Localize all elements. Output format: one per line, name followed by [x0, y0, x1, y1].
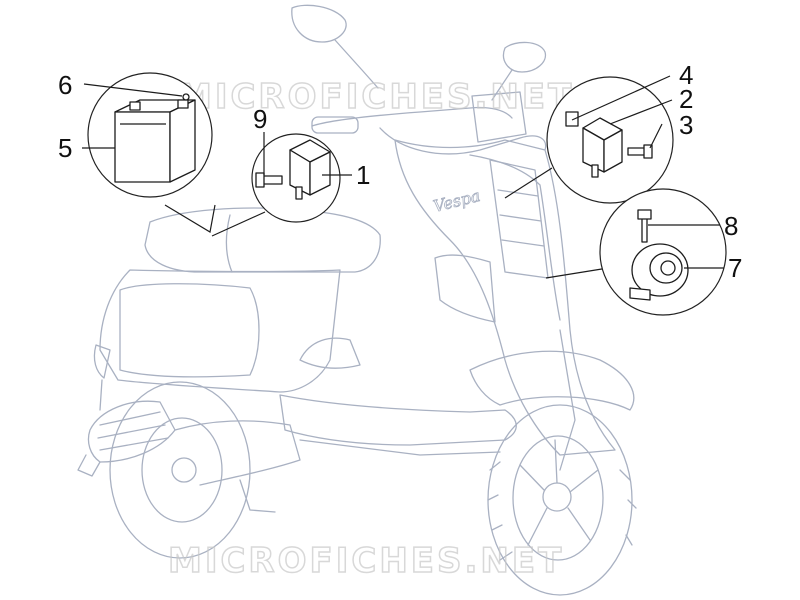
callout-8: 8: [724, 211, 738, 241]
relay-inset-left: [211, 132, 352, 237]
front-spokes: [519, 439, 599, 546]
tail-light: [93, 344, 111, 379]
side-panel: [119, 283, 260, 378]
front-shield: [394, 139, 616, 456]
relay-right-screw-head: [643, 144, 653, 159]
horn-part: [629, 209, 689, 301]
horn-bolt-shank: [641, 217, 648, 243]
callout-3: 3: [679, 110, 693, 140]
relay-inset-left-pointer: [211, 211, 266, 237]
battery-vent-plug: [182, 93, 190, 101]
left-mirror: [291, 4, 347, 43]
relay-left-side: [309, 151, 331, 196]
exhaust: [87, 400, 176, 463]
watermark-bottom: MICROFICHES.NET: [168, 541, 564, 581]
exhaust-tip: [77, 454, 101, 477]
left-grip: [311, 116, 359, 134]
battery-part: [114, 93, 196, 183]
rear-body: [99, 269, 341, 393]
front-fender: [469, 350, 635, 411]
relay-right-pin: [591, 164, 599, 178]
headlight: [471, 91, 527, 143]
callout-6: 6: [58, 70, 72, 100]
horn-center: [660, 260, 676, 276]
rear-tire: [109, 381, 251, 559]
engine-arm: [174, 420, 301, 486]
rear-rim: [141, 417, 223, 523]
battery-terminal-left: [129, 101, 141, 111]
callout-1: 1: [356, 160, 370, 190]
relay-right-side: [603, 129, 623, 173]
front-rim: [512, 435, 604, 561]
battery-inset-pointer: [164, 204, 216, 233]
floorboard-rail: [299, 439, 501, 456]
relay-part-right: [565, 111, 653, 178]
relay-left-bolt: [261, 175, 283, 185]
handlebar: [311, 106, 513, 127]
leader-2: [609, 99, 673, 125]
floorboard: [279, 394, 517, 446]
callout-2: 2: [679, 84, 693, 114]
headset: [379, 127, 547, 155]
rear-brace: [99, 379, 103, 411]
grille-line-3: [501, 239, 545, 247]
battery-terminal-right: [177, 99, 189, 109]
callout-5: 5: [58, 133, 72, 163]
center-stand: [239, 479, 276, 513]
fork: [559, 329, 576, 471]
left-mirror-stem: [334, 39, 379, 89]
shield-vent: [434, 254, 496, 323]
horn-cover-grille: [489, 159, 549, 279]
rear-hub: [171, 457, 197, 483]
grille-line-2: [499, 214, 542, 222]
leader-3: [649, 123, 663, 149]
front-hub: [542, 482, 572, 512]
callout-4: 4: [679, 60, 693, 90]
seat-seam: [225, 214, 233, 273]
grille-line-1: [497, 189, 539, 197]
relay-right-clip: [565, 111, 579, 127]
right-mirror-stem: [491, 69, 513, 101]
battery-side: [169, 99, 196, 183]
seat: [144, 207, 381, 273]
relay-inset-right-pointer: [504, 167, 553, 199]
relay-left-pin: [295, 186, 303, 200]
exhaust-heat-shield: [97, 411, 169, 451]
relay-right-screw: [627, 147, 647, 156]
relay-part-left: [255, 139, 331, 200]
vespa-script-badge: Vespa: [431, 186, 482, 216]
scooter-outline: Vespa: [77, 4, 637, 596]
front-tread: [487, 461, 637, 561]
horn-inset: [545, 188, 727, 316]
horn-inset-pointer: [545, 267, 609, 279]
battery-front: [114, 111, 171, 183]
callout-9: 9: [253, 104, 267, 134]
horn-bracket: [629, 287, 651, 301]
horn-bolt-head: [637, 209, 652, 220]
front-shield-inner: [469, 154, 561, 321]
battery-inset: [82, 72, 216, 233]
leader-4: [571, 75, 671, 121]
callout-7: 7: [728, 253, 742, 283]
watermark-top: MICROFICHES.NET: [178, 77, 574, 117]
relay-left-bolt-head: [255, 172, 265, 188]
relay-inset-right: [504, 75, 674, 204]
step: [299, 337, 361, 369]
right-mirror: [502, 41, 547, 73]
leader-6: [83, 83, 183, 97]
